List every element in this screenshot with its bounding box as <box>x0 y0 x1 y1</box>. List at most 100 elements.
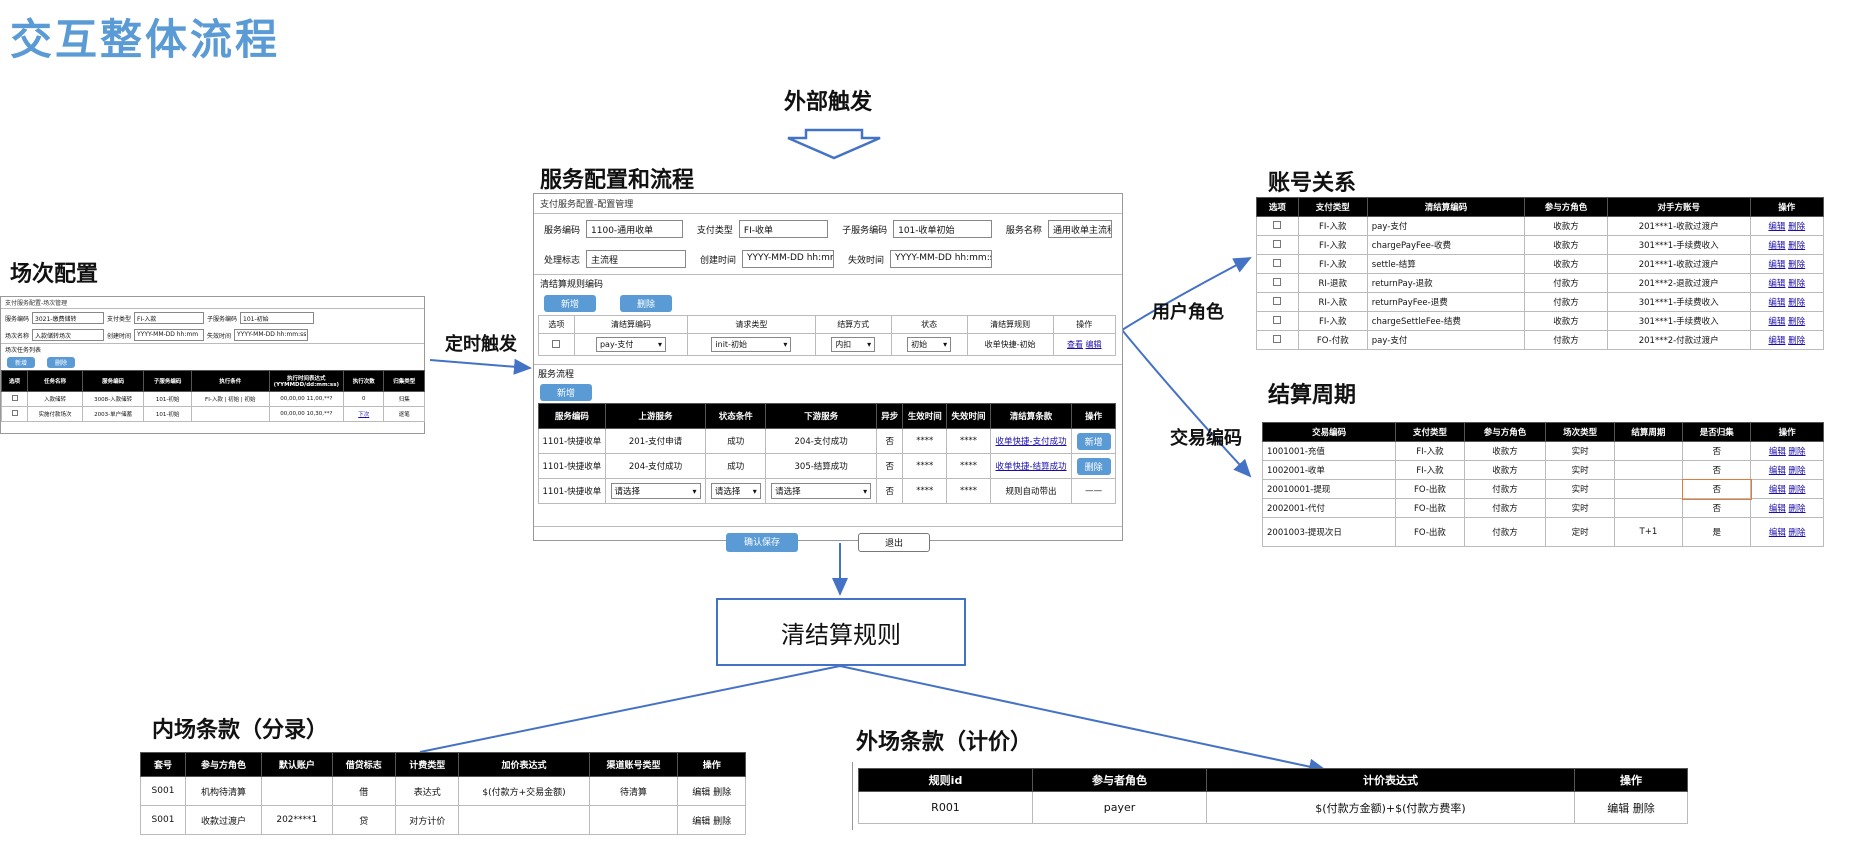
flow-add-button[interactable]: 新增 <box>540 384 592 401</box>
delete-link[interactable]: 删除 <box>1788 447 1806 457</box>
service-expire-time-field[interactable]: YYYY-MM-DD hh:mm:ss <box>890 250 993 268</box>
rule-add-button[interactable]: 新增 <box>544 295 596 312</box>
cell[interactable]: 否 <box>1681 478 1752 500</box>
row-checkbox[interactable] <box>11 410 18 416</box>
delete-link[interactable]: 删除 <box>1788 298 1806 308</box>
service-flag-field[interactable]: 主流程 <box>586 250 687 268</box>
service-name-field[interactable]: 通用收单主流程 <box>1047 220 1112 238</box>
row-checkbox[interactable] <box>1273 277 1282 286</box>
row-actions[interactable]: 编辑 删除 <box>677 805 746 835</box>
cell: 00,00,00 11,00,**? <box>268 391 344 407</box>
rule-to-external-arrow <box>839 665 1327 775</box>
edit-link[interactable]: 编辑 <box>1768 504 1786 514</box>
cell <box>458 805 590 835</box>
service-sub-code-field[interactable]: 101-收单初始 <box>893 220 992 238</box>
edit-link[interactable]: 编辑 <box>1768 336 1786 346</box>
scheduled-trigger-label: 定时触发 <box>445 334 517 355</box>
clearing-term-link[interactable]: 收单快捷-结算成功 <box>989 453 1073 479</box>
rule-checkbox[interactable] <box>552 339 561 348</box>
upstream-select[interactable]: 请选择 <box>610 483 701 499</box>
row-checkbox[interactable] <box>1273 334 1282 343</box>
row-actions[interactable]: 编辑 删除 <box>677 776 746 806</box>
edit-link[interactable]: 编辑 <box>1768 528 1786 538</box>
settlement-cycle-table: 交易编码 支付类型 参与方角色 场次类型 结算周期 是否归集 操作 100100… <box>1261 422 1824 547</box>
cell: **** <box>946 478 991 504</box>
edit-link[interactable]: 编辑 <box>1768 279 1786 289</box>
delete-link[interactable]: 删除 <box>1788 260 1806 270</box>
edit-link[interactable]: 编辑 <box>1768 222 1786 232</box>
row-checkbox[interactable] <box>1273 258 1282 267</box>
cell: 逐笔 <box>383 406 425 422</box>
clearing-term-link[interactable]: 收单快捷-支付成功 <box>989 428 1073 454</box>
edit-link[interactable]: 编辑 <box>1768 241 1786 251</box>
delete-link[interactable]: 删除 <box>1788 241 1806 251</box>
delete-link[interactable]: 删除 <box>1788 528 1806 538</box>
row-checkbox[interactable] <box>11 395 18 401</box>
flow-col-4: 异步 <box>876 403 904 429</box>
delete-link[interactable]: 删除 <box>1788 504 1806 514</box>
service-pay-type-field[interactable]: FI-收单 <box>738 220 829 238</box>
request-type-select[interactable]: init-初始 <box>711 337 792 352</box>
cell: 1101-快捷收单 <box>538 453 606 479</box>
service-config-heading: 服务配置和流程 <box>540 168 695 193</box>
session-sub-service-field[interactable]: 101-初始 <box>240 312 315 324</box>
delete-link[interactable]: 删除 <box>1788 485 1806 495</box>
cell: 实时 <box>1545 498 1615 518</box>
view-link[interactable]: 查看 <box>1066 340 1083 349</box>
cell: 付款方 <box>1463 498 1547 518</box>
cell: 否 <box>1682 460 1752 480</box>
service-create-time-field[interactable]: YYYY-MM-DD hh:mm: <box>742 250 835 268</box>
exit-button[interactable]: 退出 <box>858 533 930 552</box>
downstream-select[interactable]: 请选择 <box>771 483 872 499</box>
cell <box>190 406 270 422</box>
external-trigger-arrow <box>787 128 881 160</box>
row-checkbox[interactable] <box>1273 315 1282 324</box>
service-code-field[interactable]: 1100-通用收单 <box>586 220 683 238</box>
cycle-col-0: 交易编码 <box>1261 422 1397 442</box>
rule-delete-button[interactable]: 删除 <box>620 295 672 312</box>
status-condition-select[interactable]: 请选择 <box>710 483 761 499</box>
row-checkbox[interactable] <box>1273 296 1282 305</box>
confirm-save-button[interactable]: 确认保存 <box>726 533 798 552</box>
delete-link[interactable]: 删除 <box>1788 279 1806 289</box>
session-delete-button[interactable]: 删除 <box>47 357 76 368</box>
delete-link[interactable]: 删除 <box>1788 466 1806 476</box>
edit-link[interactable]: 编辑 <box>1768 260 1786 270</box>
internal-col-4: 计费类型 <box>394 752 460 777</box>
flow-row-add-button[interactable]: 新增 <box>1076 432 1111 450</box>
status-select[interactable]: 初始 <box>907 337 952 352</box>
session-name-field[interactable]: 入款储转场次 <box>32 329 105 341</box>
row-checkbox[interactable] <box>1273 239 1282 248</box>
settle-method-select[interactable]: 内扣 <box>831 337 876 352</box>
cell: 301***1-手续费收入 <box>1606 292 1751 312</box>
session-task-table: 选项 任务名称 服务编码 子服务编码 执行条件 执行时间表达式(YYMMDD/d… <box>0 370 425 422</box>
edit-link[interactable]: 编辑 <box>1768 447 1786 457</box>
cell: 0 <box>342 391 385 407</box>
cell: R001 <box>858 791 1033 824</box>
rule-col-0: 选项 <box>538 315 575 334</box>
edit-link[interactable]: 编辑 <box>1768 317 1786 327</box>
session-service-code-field[interactable]: 3021-缴费储转 <box>32 312 105 324</box>
edit-link[interactable]: 编辑 <box>1768 298 1786 308</box>
session-pay-type-field[interactable]: FI-入款 <box>134 312 205 324</box>
flow-row-delete-button[interactable]: 删除 <box>1076 457 1111 475</box>
page-title: 交互整体流程 <box>10 15 281 64</box>
cell: 204-支付成功 <box>604 453 707 479</box>
session-create-time-field[interactable]: YYYY-MM-DD hh:mm <box>134 329 205 341</box>
cell-link[interactable]: 下次 <box>342 406 385 422</box>
delete-link[interactable]: 删除 <box>1788 222 1806 232</box>
edit-link[interactable]: 编辑 <box>1085 340 1102 349</box>
delete-link[interactable]: 删除 <box>1788 336 1806 346</box>
session-add-button[interactable]: 新增 <box>7 357 36 368</box>
row-actions[interactable]: 编辑 删除 <box>1574 791 1688 824</box>
cell: **** <box>946 453 991 479</box>
session-expire-time-field[interactable]: YYYY-MM-DD hh:mm:ss <box>234 329 309 341</box>
delete-link[interactable]: 删除 <box>1788 317 1806 327</box>
clearing-code-select[interactable]: pay-支付 <box>595 337 666 352</box>
edit-link[interactable]: 编辑 <box>1768 466 1786 476</box>
session-f2-label: 支付类型 <box>107 315 132 323</box>
row-checkbox[interactable] <box>1273 220 1282 229</box>
session-f6-label: 失效时间 <box>207 332 232 340</box>
cell: 2001003-提现次日 <box>1261 517 1397 547</box>
edit-link[interactable]: 编辑 <box>1768 485 1786 495</box>
